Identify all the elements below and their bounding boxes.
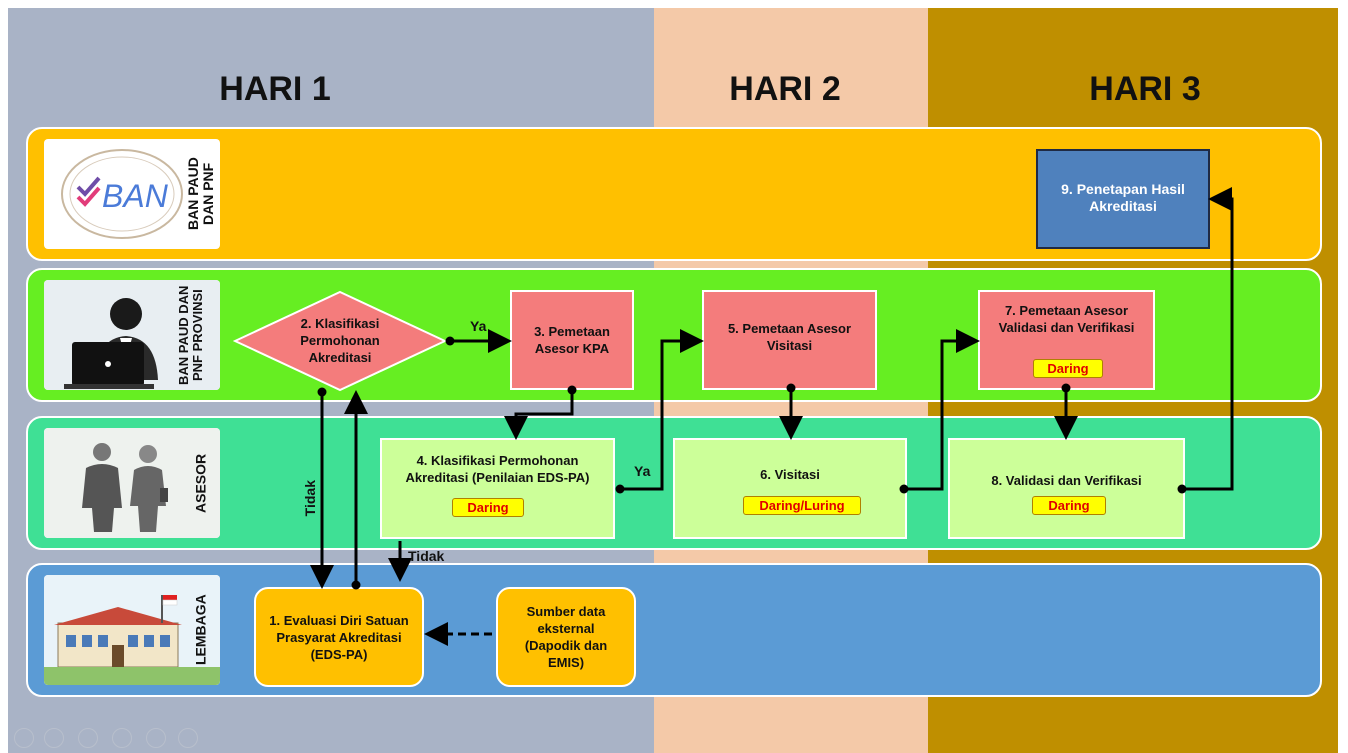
- arrow-8-to-9: [1182, 187, 1234, 491]
- process-node-1: 1. Evaluasi Diri Satuan Prasyarat Akredi…: [254, 587, 424, 687]
- process-node-4: 4. Klasifikasi Permohonan Akreditasi (Pe…: [380, 438, 615, 539]
- edge-label-ya-1: Ya: [470, 318, 487, 334]
- lane-header-lembaga: LEMBAGA: [44, 575, 220, 685]
- node-6-label: 6. Visitasi: [760, 467, 820, 482]
- edge-label-ya-2: Ya: [634, 463, 651, 479]
- arrow-6-to-7: [904, 329, 980, 491]
- process-node-9: 9. Penetapan Hasil Akreditasi: [1036, 149, 1210, 249]
- node-8-label: 8. Validasi dan Verifikasi: [991, 473, 1142, 488]
- school-building-icon: [44, 575, 220, 685]
- node-7-badge: Daring: [1033, 359, 1103, 378]
- lane-lembaga: [26, 563, 1322, 697]
- zoom-button[interactable]: [146, 728, 166, 748]
- node-6-badge: Daring/Luring: [743, 496, 861, 515]
- external-data-node: Sumber data eksternal (Dapodik dan EMIS): [496, 587, 636, 687]
- lane-header-ban: BAN BAN PAUD DAN PNF: [44, 139, 220, 249]
- node-7-label: 7. Pemetaan Asesor Validasi dan Verifika…: [998, 303, 1135, 335]
- process-node-7: 7. Pemetaan Asesor Validasi dan Verifika…: [978, 290, 1155, 390]
- process-node-5: 5. Pemetaan Asesor Visitasi: [702, 290, 877, 390]
- pen-tool-button[interactable]: [78, 728, 98, 748]
- node-2-label: 2. Klasifikasi Permohonan Akreditasi: [300, 315, 380, 365]
- node-4-badge: Daring: [452, 498, 524, 517]
- process-node-8: 8. Validasi dan Verifikasi Daring: [948, 438, 1185, 539]
- assessors-people-icon: [44, 428, 220, 538]
- slides-grid-button[interactable]: [112, 728, 132, 748]
- more-options-button[interactable]: [178, 728, 198, 748]
- edge-label-tidak-2: Tidak: [408, 548, 445, 564]
- arrow-3-to-4: [504, 390, 574, 440]
- person-laptop-icon: [44, 280, 220, 390]
- ban-logo: BAN: [61, 149, 183, 239]
- day-title-1: HARI 1: [219, 70, 331, 108]
- decision-node-2: 2. Klasifikasi Permohonan Akreditasi: [232, 290, 448, 392]
- process-node-6: 6. Visitasi Daring/Luring: [673, 438, 907, 539]
- lane-header-provinsi: BAN PAUD DAN PNF PROVINSI: [44, 280, 220, 390]
- ban-logo-text: BAN: [102, 178, 169, 214]
- nav-next-button[interactable]: [44, 728, 64, 748]
- lane-header-asesor: ASESOR: [44, 428, 220, 538]
- day-title-3: HARI 3: [1089, 70, 1201, 108]
- process-node-3: 3. Pemetaan Asesor KPA: [510, 290, 634, 390]
- arrow-4-to-5: [620, 329, 704, 491]
- day-title-2: HARI 2: [729, 70, 841, 108]
- edge-label-tidak-1: Tidak: [302, 480, 318, 517]
- nav-prev-button[interactable]: [14, 728, 34, 748]
- node-8-badge: Daring: [1032, 496, 1106, 515]
- right-margin: [1338, 8, 1348, 753]
- node-4-label: 4. Klasifikasi Permohonan Akreditasi (Pe…: [405, 453, 590, 485]
